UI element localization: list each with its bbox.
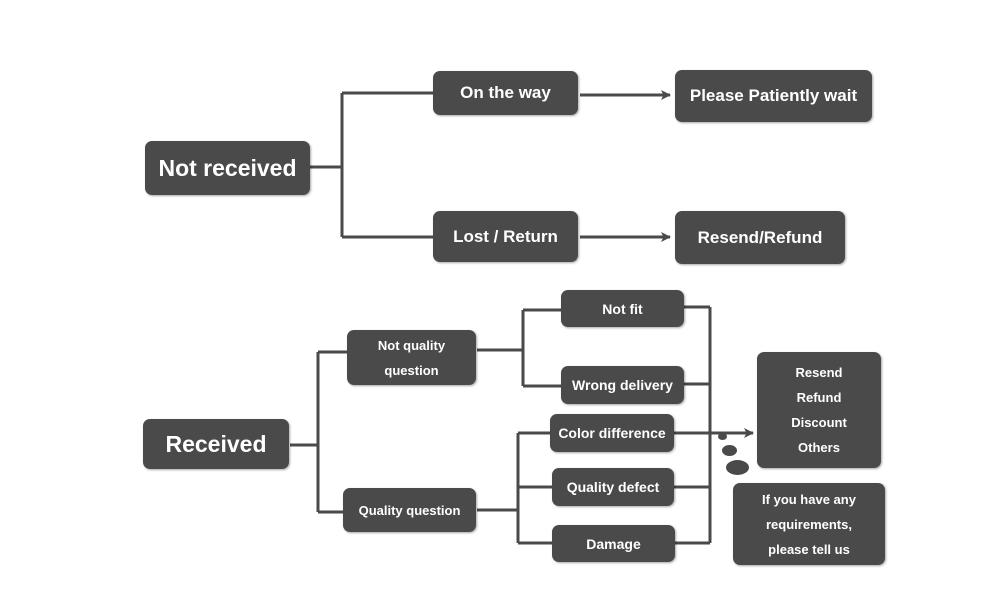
not-fit-label: Not fit xyxy=(602,300,643,317)
not-quality-question-line-2: question xyxy=(384,362,439,378)
requirements-line-1: If you have any xyxy=(762,491,856,507)
solutions-node: Resend Refund Discount Others xyxy=(757,352,881,468)
requirements-line-3: please tell us xyxy=(768,541,850,557)
damage-node: Damage xyxy=(552,525,675,562)
solution-resend: Resend xyxy=(795,365,843,380)
solution-others: Others xyxy=(798,440,840,455)
color-difference-label: Color difference xyxy=(558,425,666,441)
quality-question-node: Quality question xyxy=(343,488,476,532)
thought-bubble-medium xyxy=(722,445,737,456)
resend-refund-label: Resend/Refund xyxy=(697,227,823,247)
not-quality-question-line-1: Not quality xyxy=(377,337,446,353)
solution-discount: Discount xyxy=(791,415,847,430)
connector-issues-merge xyxy=(674,305,712,545)
not-fit-node: Not fit xyxy=(561,290,684,327)
quality-defect-node: Quality defect xyxy=(552,468,674,506)
solution-refund: Refund xyxy=(796,390,842,405)
wrong-delivery-node: Wrong delivery xyxy=(561,366,684,404)
not-quality-question-node: Not quality question xyxy=(347,330,476,385)
please-wait-label: Please Patiently wait xyxy=(689,86,858,105)
requirements-note-node: If you have any requirements, please tel… xyxy=(733,483,885,565)
resend-refund-node: Resend/Refund xyxy=(675,211,845,264)
not-received-label: Not received xyxy=(158,154,297,181)
thought-bubble-small xyxy=(718,433,727,440)
received-label: Received xyxy=(165,430,267,457)
lost-return-node: Lost / Return xyxy=(433,211,578,262)
received-node: Received xyxy=(143,419,289,469)
quality-question-label: Quality question xyxy=(358,502,461,518)
please-wait-node: Please Patiently wait xyxy=(675,70,872,122)
on-the-way-label: On the way xyxy=(460,83,551,102)
quality-defect-label: Quality defect xyxy=(566,479,660,495)
connector-received xyxy=(290,350,347,514)
requirements-line-2: requirements, xyxy=(766,516,852,532)
color-difference-node: Color difference xyxy=(550,414,674,452)
connector-not-quality xyxy=(477,308,561,388)
thought-bubble-large xyxy=(726,460,749,475)
on-the-way-node: On the way xyxy=(433,71,578,115)
connector-quality xyxy=(477,431,552,545)
connector-not-received xyxy=(310,91,433,239)
wrong-delivery-label: Wrong delivery xyxy=(572,377,673,393)
not-received-node: Not received xyxy=(145,141,310,195)
lost-return-label: Lost / Return xyxy=(453,226,558,246)
damage-label: Damage xyxy=(586,535,641,552)
